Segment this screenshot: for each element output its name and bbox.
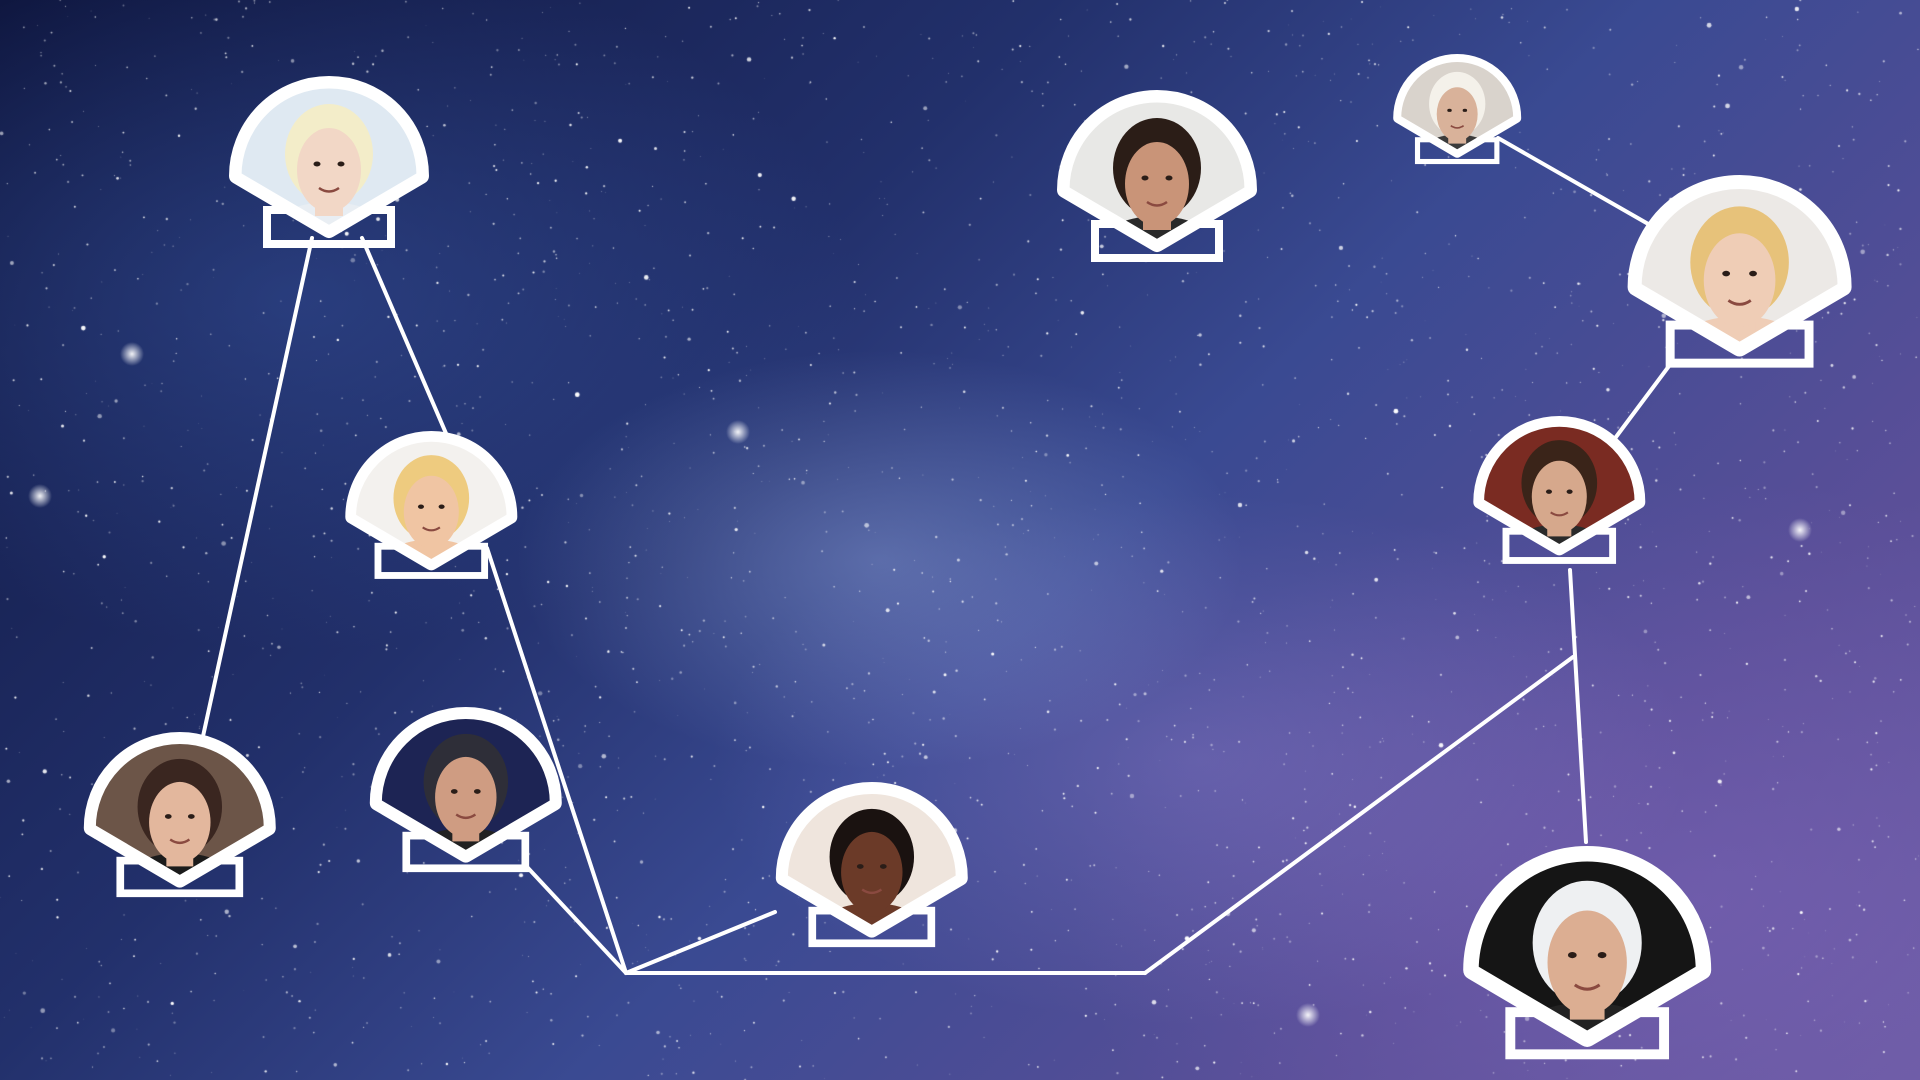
node-n3[interactable] <box>79 731 281 900</box>
person-portrait-shell-icon <box>775 781 968 947</box>
person-portrait-shell-icon <box>344 430 517 579</box>
person-portrait-shell-icon <box>83 731 276 897</box>
edge-n2-hub <box>485 546 628 975</box>
node-n5[interactable] <box>771 781 973 950</box>
edge-n1-n2 <box>360 236 450 440</box>
node-n9[interactable] <box>1469 415 1650 567</box>
node-n10[interactable] <box>1457 845 1717 1063</box>
node-n6[interactable] <box>1052 90 1262 265</box>
edge-n9-n10 <box>1568 568 1588 844</box>
person-portrait-shell-icon <box>1627 175 1852 368</box>
node-n7[interactable] <box>1390 54 1524 166</box>
person-portrait-shell-icon <box>229 76 429 248</box>
person-portrait-shell-icon <box>1392 54 1521 165</box>
person-portrait-shell-icon <box>1057 90 1257 262</box>
person-portrait-shell-icon <box>1462 845 1711 1060</box>
edge-n9-n8 <box>1608 360 1674 447</box>
node-n8[interactable] <box>1622 175 1857 371</box>
edge-j1-j2 <box>1143 655 1575 975</box>
edge-hub-n5 <box>624 910 777 975</box>
edge-n4-hub <box>526 866 628 975</box>
node-n2[interactable] <box>341 430 522 582</box>
edge-n1-n3 <box>198 236 314 752</box>
person-portrait-shell-icon <box>369 706 562 872</box>
node-n4[interactable] <box>365 706 567 875</box>
node-n1[interactable] <box>224 76 434 251</box>
person-portrait-shell-icon <box>1472 415 1645 564</box>
edge-n7-n8 <box>1496 136 1652 227</box>
